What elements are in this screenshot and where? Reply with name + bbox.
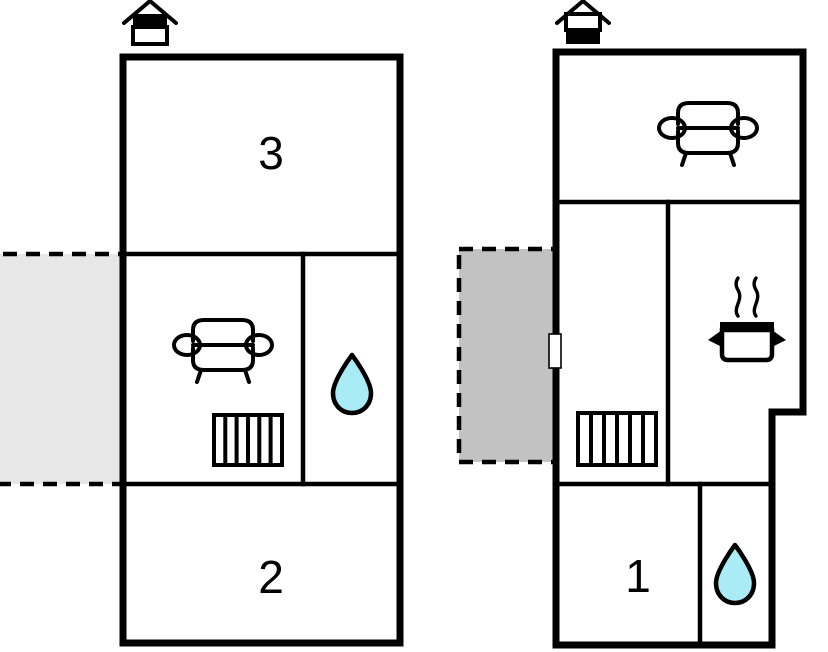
water-drop-icon <box>330 352 374 416</box>
cooking-pot-icon <box>708 276 786 363</box>
sofa-icon <box>172 318 274 384</box>
left-outer-wall <box>119 53 404 647</box>
left-floor-fill <box>123 57 400 643</box>
house-icon <box>555 0 611 44</box>
door-opening-icon[interactable] <box>548 333 562 369</box>
terrace-dark <box>456 246 558 465</box>
house-icon <box>122 0 178 46</box>
room-number-1: 1 <box>625 550 651 602</box>
right-outer-wall <box>552 48 807 649</box>
room-number-2: 2 <box>258 551 284 603</box>
water-drop-icon <box>713 542 757 606</box>
room-number-3: 3 <box>258 127 284 179</box>
sofa-icon <box>657 101 759 167</box>
panel-right: 1 <box>456 0 807 649</box>
radiator-icon <box>576 411 658 467</box>
terrace-light <box>0 251 125 487</box>
panel-left: 3 2 <box>0 0 404 647</box>
radiator-icon <box>212 413 284 467</box>
